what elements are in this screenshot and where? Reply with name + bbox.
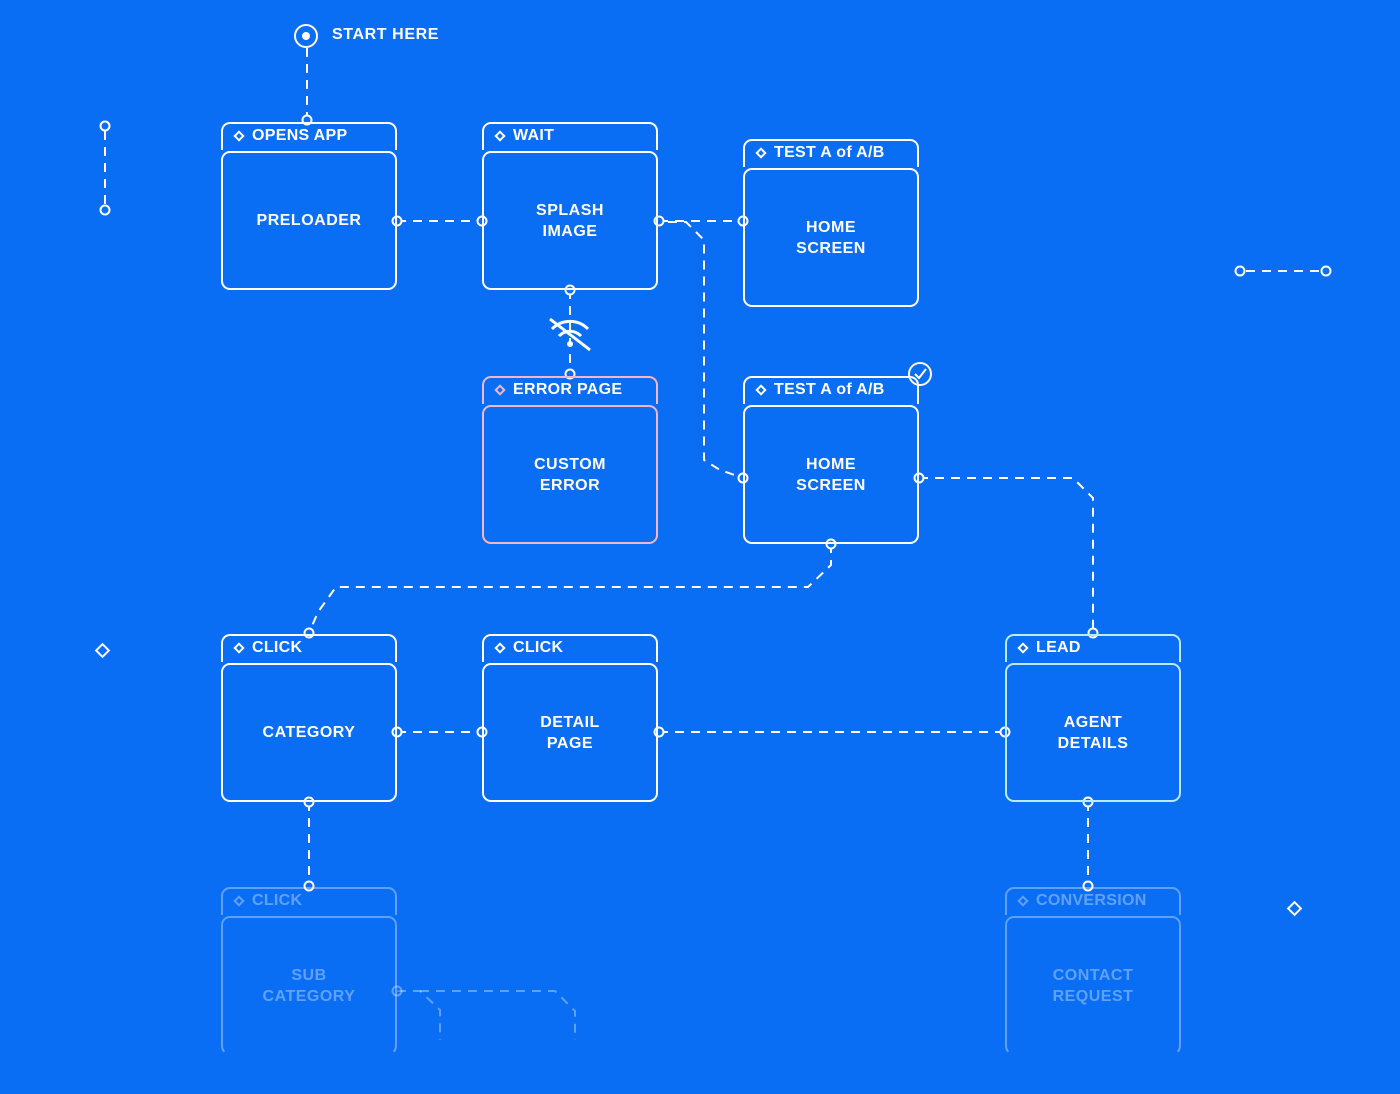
node-header-label: WAIT [494,127,554,145]
connector-subcategory-out-1 [397,990,441,1040]
node-header-text: TEST A of A/B [774,144,885,161]
node-header [221,887,397,915]
check-circle-icon [908,362,932,386]
node-title: DETAIL PAGE [540,713,600,752]
node-header-label: CLICK [494,639,563,657]
connection-port[interactable] [825,538,837,550]
connection-port[interactable] [913,472,925,484]
node-header-text: CONVERSION [1036,892,1147,909]
diamond-icon [233,895,245,907]
node-body: DETAIL PAGE [482,663,658,802]
connector-splash-to-home-b [668,221,744,479]
node-header-label: LEAD [1017,639,1081,657]
connection-port[interactable] [99,120,111,132]
node-header [743,376,919,404]
node-header [221,122,397,150]
node-contact[interactable]: CONTACT REQUEST CONVERSION [1005,887,1181,1055]
connection-port[interactable] [303,880,315,892]
node-body: CATEGORY [221,663,397,802]
node-header-label: TEST A of A/B [755,381,885,399]
node-title: SPLASH IMAGE [536,201,604,240]
node-header-text: CLICK [513,639,564,656]
node-header-label: CLICK [233,639,302,657]
diamond-icon [755,147,767,159]
node-splash[interactable]: SPLASH IMAGE WAIT [482,122,658,290]
node-category[interactable]: CATEGORY CLICK [221,634,397,802]
node-body: AGENT DETAILS [1005,663,1181,802]
connection-port[interactable] [391,215,403,227]
node-detail[interactable]: DETAIL PAGE CLICK [482,634,658,802]
node-header-label: CLICK [233,892,302,910]
node-header-label: CONVERSION [1017,892,1147,910]
node-header-label: OPENS APP [233,127,347,145]
node-header-text: WAIT [513,127,555,144]
diamond-icon [494,130,506,142]
connection-port[interactable] [564,284,576,296]
node-body: HOME SCREEN [743,405,919,544]
node-subcategory[interactable]: SUB CATEGORY CLICK [221,887,397,1055]
node-header-label: TEST A of A/B [755,144,885,162]
node-body: PRELOADER [221,151,397,290]
wifi-off-icon [549,317,591,352]
node-header-label: ERROR PAGE [494,381,622,399]
connection-port[interactable] [1234,265,1246,277]
node-header-text: OPENS APP [252,127,348,144]
start-target-icon-inner [302,32,310,40]
connection-port[interactable] [1082,880,1094,892]
diamond-icon [1017,895,1029,907]
node-header-text: CLICK [252,892,303,909]
connection-port[interactable] [99,204,111,216]
node-title: PRELOADER [256,212,362,229]
node-title: SUB CATEGORY [262,966,356,1005]
node-error[interactable]: CUSTOM ERROR ERROR PAGE [482,376,658,544]
node-header [743,139,919,167]
connection-port[interactable] [391,726,403,738]
connection-port[interactable] [391,985,403,997]
deco-diamond-left [94,642,111,659]
node-header [221,634,397,662]
node-body: SUB CATEGORY [221,916,397,1055]
node-body: CUSTOM ERROR [482,405,658,544]
deco-diamond-right [1286,900,1303,917]
node-title: CATEGORY [262,724,356,741]
node-home-b[interactable]: HOME SCREEN TEST A of A/B [743,376,919,544]
diamond-icon [233,130,245,142]
node-title: CONTACT REQUEST [1052,966,1134,1005]
diamond-icon [233,642,245,654]
connection-port[interactable] [1082,796,1094,808]
node-body: CONTACT REQUEST [1005,916,1181,1055]
node-agent[interactable]: AGENT DETAILS LEAD [1005,634,1181,802]
node-header-text: LEAD [1036,639,1081,656]
node-header-text: TEST A of A/B [774,381,885,398]
node-header [1005,887,1181,915]
node-title: AGENT DETAILS [1057,713,1129,752]
connection-port[interactable] [1320,265,1332,277]
connector-home-b-to-category [308,544,832,634]
node-title: HOME SCREEN [796,218,866,257]
node-header [482,376,658,404]
node-preloader[interactable]: PRELOADER OPENS APP [221,122,397,290]
node-header [1005,634,1181,662]
node-title: CUSTOM ERROR [533,455,607,494]
diamond-icon [1017,642,1029,654]
node-header [482,122,658,150]
diamond-icon [494,384,506,396]
diamond-icon [755,384,767,396]
node-header-text: CLICK [252,639,303,656]
diamond-icon [494,642,506,654]
connector-home-b-to-agent [919,477,1094,633]
node-home-a[interactable]: HOME SCREEN TEST A of A/B [743,139,919,307]
connection-port[interactable] [303,796,315,808]
connector-subcategory-out-2 [420,990,576,1040]
node-title: HOME SCREEN [796,455,866,494]
start-here-label: START HERE [332,26,440,43]
node-header-text: ERROR PAGE [513,381,623,398]
start-target-icon [294,24,318,48]
node-body: HOME SCREEN [743,168,919,307]
node-body: SPLASH IMAGE [482,151,658,290]
node-header [482,634,658,662]
